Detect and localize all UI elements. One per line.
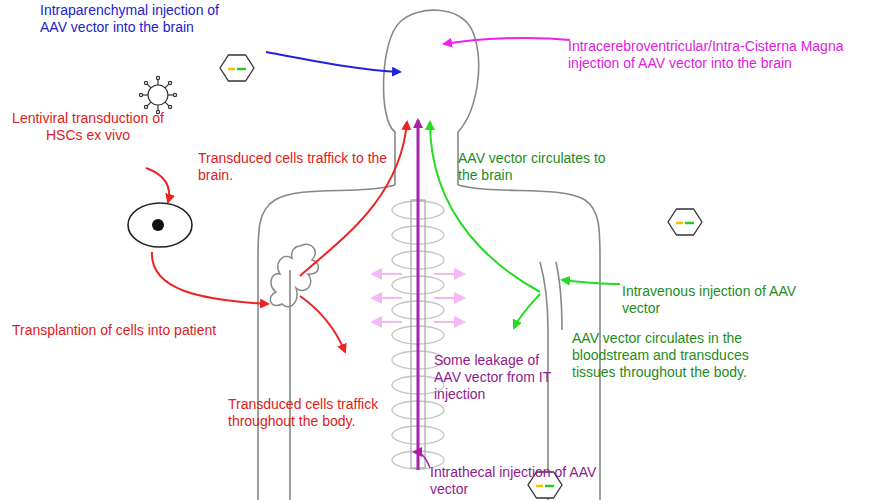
annotation-label: AAV vector circulates to the brain xyxy=(458,150,618,184)
annotation-label: Transduced cells traffick throughout the… xyxy=(228,396,413,430)
annotation-label: Intravenous injection of AAV vector xyxy=(622,283,797,317)
annotation-label: AAV vector circulates in the bloodstream… xyxy=(572,330,787,381)
annotation-label: Transduced cells traffick to the brain. xyxy=(198,150,403,184)
annotation-label: Intraparenchymal injection of AAV vector… xyxy=(40,2,245,36)
annotation-label: Some leakage of AAV vector from IT injec… xyxy=(434,352,562,403)
annotation-label: Lentiviral transduction of HSCs ex vivo xyxy=(2,110,174,144)
annotation-label: Transplantion of cells into patient xyxy=(12,322,262,339)
annotation-label: Intracerebroventricular/Intra-Cisterna M… xyxy=(568,38,884,72)
annotation-label: Intrathecal injection of AAV vector xyxy=(430,464,610,498)
